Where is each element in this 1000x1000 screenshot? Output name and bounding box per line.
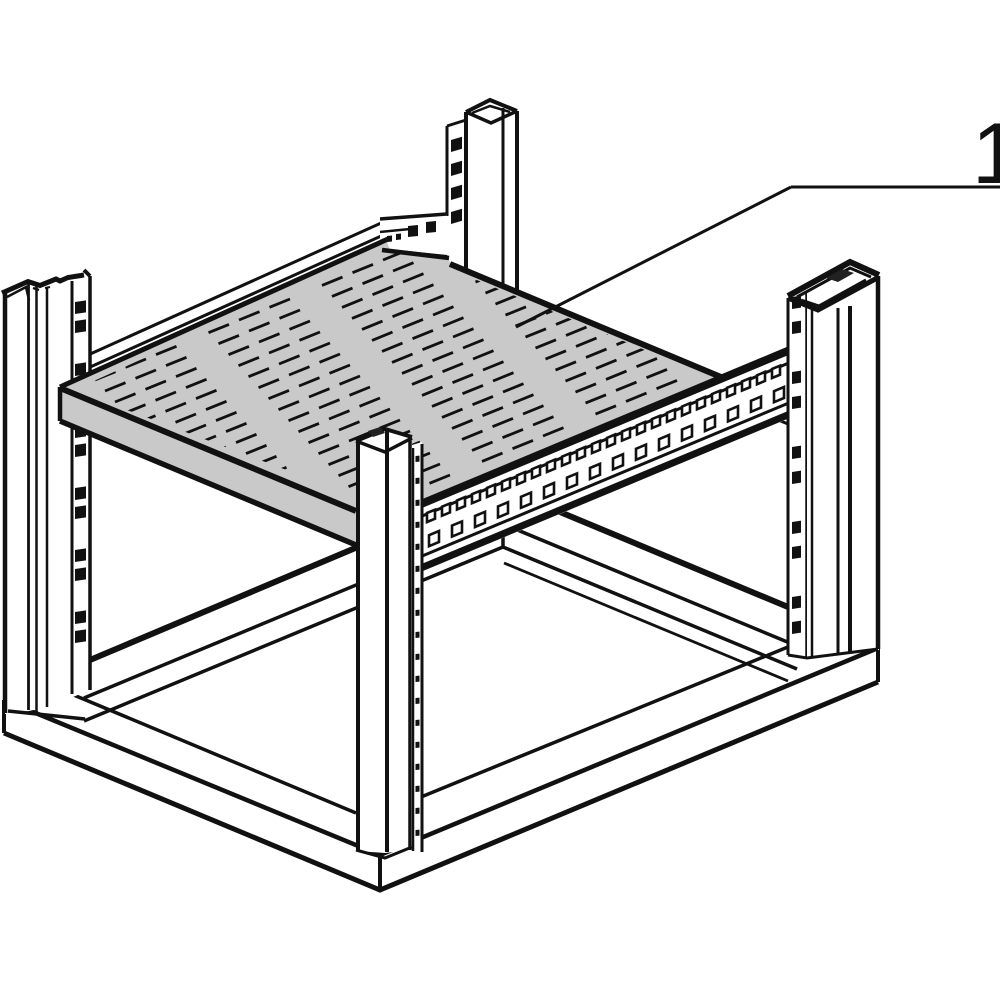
svg-text:1: 1 <box>972 106 1000 202</box>
